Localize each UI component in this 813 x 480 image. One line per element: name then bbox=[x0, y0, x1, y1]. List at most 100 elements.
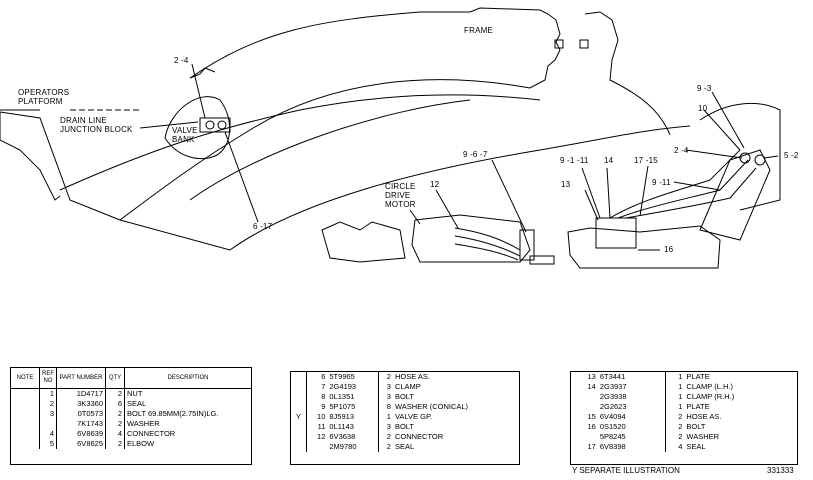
ref-label: 2 -4 bbox=[674, 146, 689, 155]
table-cell: 4 bbox=[39, 429, 57, 439]
table-cell: 12 bbox=[317, 432, 326, 441]
table-cell: SEAL bbox=[394, 442, 415, 451]
ref-label: 13 bbox=[561, 180, 571, 189]
table-cell bbox=[571, 392, 598, 402]
leader-14 bbox=[606, 167, 611, 219]
table-cell: 5T9965 bbox=[327, 372, 380, 382]
ref-label: 17 -15 bbox=[634, 156, 658, 165]
table-cell: 0L1351 bbox=[327, 392, 380, 402]
col-header-part: PART NUMBER bbox=[56, 368, 106, 389]
table-cell: 4 bbox=[678, 442, 683, 451]
table-cell: 1 bbox=[678, 372, 683, 381]
ref-label: 9 -11 bbox=[652, 178, 671, 187]
table-cell bbox=[11, 409, 40, 419]
motor-housing bbox=[411, 214, 531, 263]
table-cell: 2G3938 bbox=[597, 392, 667, 402]
table-cell: 8J5913 bbox=[327, 412, 380, 422]
hose-lines bbox=[454, 227, 521, 261]
table-cell: 15 bbox=[587, 412, 596, 421]
table-cell: BOLT bbox=[686, 422, 706, 431]
table-cell: 1 bbox=[386, 412, 391, 421]
table-cell: SEAL bbox=[686, 442, 706, 451]
parts-table-1: NOTE REF NO PART NUMBER QTY DESCRIPTION … bbox=[10, 367, 252, 465]
table-cell: 2 bbox=[105, 388, 125, 399]
table-cell: CLAMP (R.H.) bbox=[686, 392, 735, 401]
frame-right-curve bbox=[584, 11, 671, 136]
footer-code: 331333 bbox=[767, 466, 794, 475]
table-cell: CONNECTOR bbox=[394, 432, 444, 441]
table-cell: BOLT bbox=[394, 392, 415, 401]
table-cell: 3K3360 bbox=[56, 399, 106, 409]
table-cell: 3 bbox=[386, 392, 391, 401]
table-cell: 7K1743 bbox=[56, 419, 106, 429]
table-cell: Y bbox=[291, 412, 308, 422]
table-cell: 6V8398 bbox=[597, 442, 667, 452]
table-cell: 7 bbox=[321, 382, 326, 391]
ref-label: 2 -4 bbox=[174, 56, 189, 65]
table-cell: 3 bbox=[386, 422, 391, 431]
table-cell: 11 bbox=[317, 422, 326, 431]
table-cell: CONNECTOR bbox=[127, 429, 176, 438]
table-cell: 6T3441 bbox=[597, 372, 667, 382]
platform-edge bbox=[0, 112, 61, 201]
table-cell bbox=[291, 402, 308, 412]
frame-detail bbox=[189, 67, 216, 79]
table-cell: 5 bbox=[39, 439, 57, 449]
leader-9-11 bbox=[673, 181, 721, 191]
hydraulic-diagram bbox=[0, 7, 781, 269]
table-cell: 2 bbox=[105, 409, 125, 419]
plate-13 bbox=[595, 217, 637, 249]
valve-bank-outline bbox=[164, 96, 231, 160]
table-cell bbox=[291, 372, 308, 382]
table-cell: 2G4193 bbox=[327, 382, 380, 392]
motor-fitting bbox=[519, 229, 535, 261]
right-cover bbox=[699, 102, 781, 211]
table-cell bbox=[11, 388, 40, 399]
ref-label: 14 bbox=[604, 156, 614, 165]
leader-junction bbox=[139, 121, 199, 129]
table-cell: 6V8639 bbox=[56, 429, 106, 439]
table-cell: 6V4094 bbox=[597, 412, 667, 422]
col-header-ref: REF NO bbox=[39, 368, 57, 389]
table-cell: 1 bbox=[678, 392, 683, 401]
table-cell: 0T0573 bbox=[56, 409, 106, 419]
ref-label: 5 -2 bbox=[784, 151, 799, 160]
leader-2-4-r bbox=[685, 149, 743, 159]
table-cell: 9 bbox=[321, 402, 326, 411]
frame-sweep-2 bbox=[189, 99, 471, 201]
table-cell: 13 bbox=[587, 372, 596, 381]
table-cell bbox=[291, 422, 308, 432]
leader-2-4 bbox=[191, 63, 206, 119]
label-circle-drive: CIRCLE DRIVE MOTOR bbox=[385, 182, 416, 209]
valve-bank-block bbox=[199, 117, 231, 133]
table-cell: 2 bbox=[386, 372, 391, 381]
ref-label: 9 -3 bbox=[697, 84, 712, 93]
frame-detail bbox=[579, 39, 589, 49]
table-cell: BOLT 69.85MM(2.75IN)LG. bbox=[127, 409, 219, 418]
table-cell: SEAL bbox=[127, 399, 147, 408]
table-cell: CLAMP bbox=[394, 382, 421, 391]
table-cell: HOSE AS. bbox=[686, 412, 722, 421]
motor-port bbox=[529, 255, 555, 265]
table-cell bbox=[291, 442, 308, 452]
table-cell: 2 bbox=[39, 399, 57, 409]
ref-label: 12 bbox=[430, 180, 440, 189]
footer-note: Y SEPARATE ILLUSTRATION bbox=[572, 466, 680, 475]
table-cell: 3 bbox=[39, 409, 57, 419]
table-cell: 3 bbox=[386, 382, 391, 391]
right-housing bbox=[567, 225, 721, 269]
table-cell: 6V8625 bbox=[56, 439, 106, 449]
label-valve-bank: VALVE BANK bbox=[172, 126, 198, 144]
table-cell bbox=[571, 402, 598, 412]
table-cell: 2 bbox=[678, 422, 683, 431]
leader-9-6-7 bbox=[491, 159, 527, 233]
